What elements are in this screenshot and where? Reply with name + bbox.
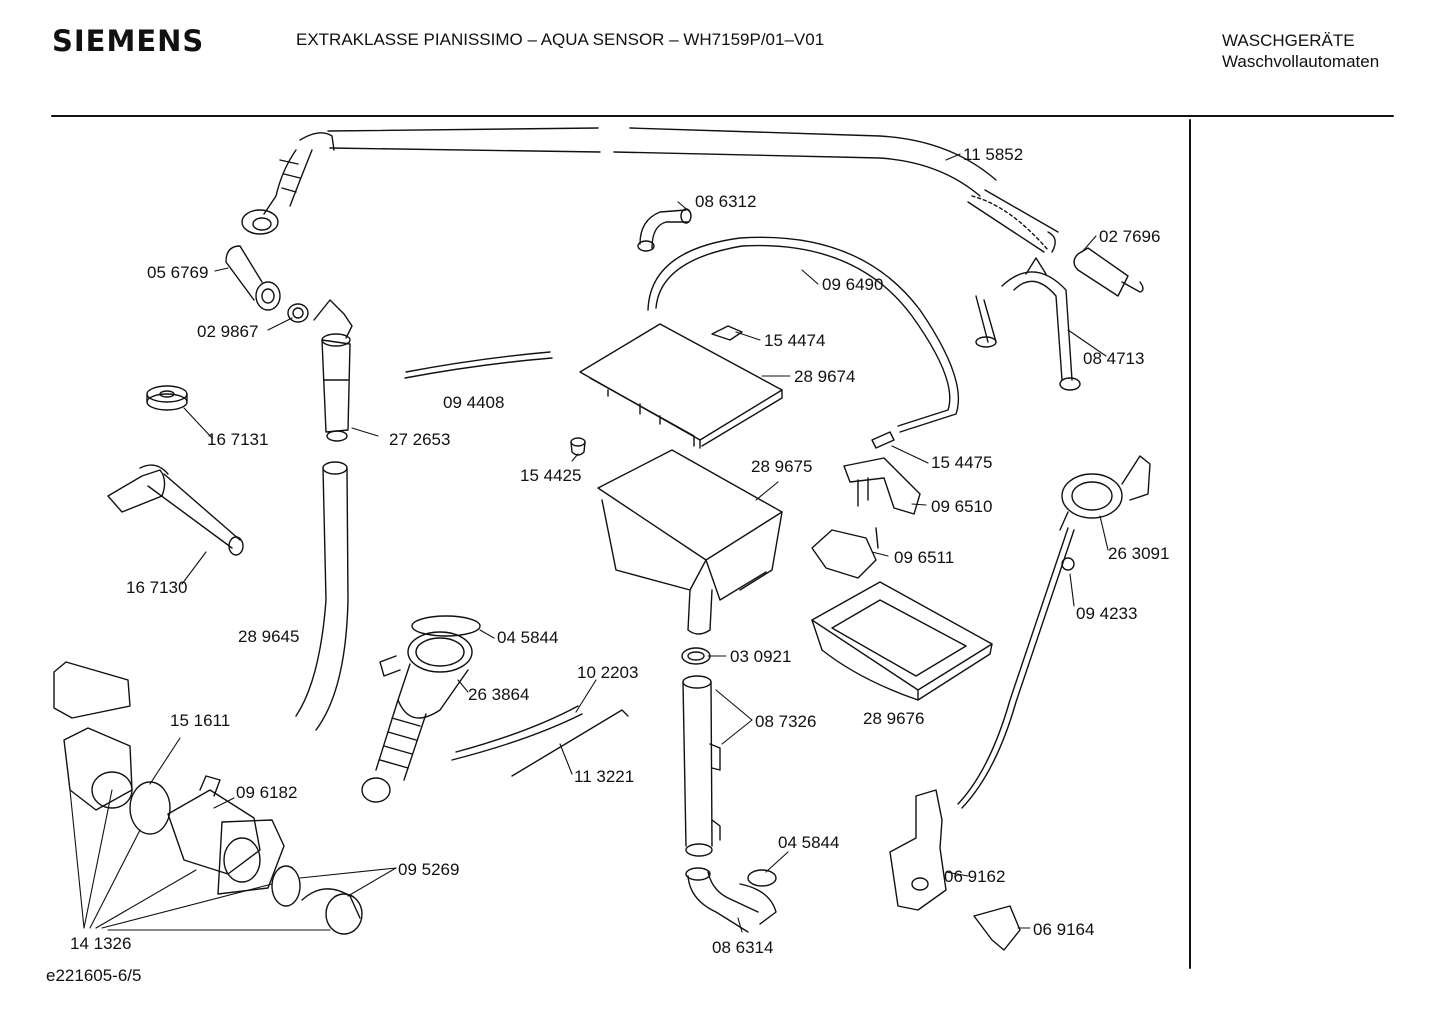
part-label-096490: 09 6490 — [822, 275, 883, 294]
drain-bellows — [361, 631, 473, 803]
part-label-094408: 09 4408 — [443, 393, 504, 412]
drain-hose — [241, 127, 1059, 253]
part-label-115852: 11 5852 — [963, 145, 1023, 164]
pressure-tube-edge — [961, 529, 1075, 809]
clip-part — [711, 325, 743, 341]
part-label-087326: 08 7326 — [755, 712, 816, 731]
part-label-289675: 28 9675 — [751, 457, 812, 476]
part-label-045844-lower: 04 5844 — [778, 833, 839, 852]
seal-ring — [287, 303, 309, 323]
hose-bracket — [975, 257, 1081, 391]
part-label-086314: 08 6314 — [712, 938, 773, 957]
part-label-289674: 28 9674 — [794, 367, 855, 386]
part-label-151611: 15 1611 — [170, 711, 230, 730]
part-label-029867: 02 9867 — [197, 322, 258, 341]
brand-logo: SIEMENS — [52, 24, 205, 58]
part-label-069162: 06 9162 — [944, 867, 1005, 886]
part-label-094233: 09 4233 — [1076, 604, 1137, 623]
part-label-095269: 09 5269 — [398, 860, 459, 879]
fill-pipe — [682, 675, 721, 857]
part-label-069164: 06 9164 — [1033, 920, 1094, 939]
sensor-rod — [511, 709, 629, 777]
pressure-switch — [1059, 455, 1151, 531]
part-label-030921: 03 0921 — [730, 647, 791, 666]
part-label-096511: 09 6511 — [894, 548, 954, 567]
dispenser-housing — [597, 449, 783, 635]
part-label-154474: 15 4474 — [764, 331, 825, 350]
part-label-154475: 15 4475 — [931, 453, 992, 472]
nozzle-pipe — [107, 464, 244, 556]
valve-bracket — [843, 457, 921, 515]
hose-elbow — [225, 245, 281, 311]
category-main: WASCHGERÄTE — [1222, 31, 1355, 50]
part-label-289676: 28 9676 — [863, 709, 924, 728]
part-label-272653: 27 2653 — [389, 430, 450, 449]
long-tube-edge — [655, 244, 951, 427]
tube-connector — [871, 431, 895, 449]
sensor-plug — [973, 905, 1021, 951]
tube-clamp — [1061, 557, 1075, 571]
part-label-045844-upper: 04 5844 — [497, 628, 558, 647]
part-label-113221: 11 3221 — [574, 767, 634, 786]
rubber-ring — [146, 385, 188, 411]
hose-sleeve — [1073, 247, 1144, 297]
aqua-sensor-tube — [313, 299, 353, 442]
detergent-drawer — [811, 581, 993, 701]
leader-lines — [69, 153, 1109, 933]
part-label-086312: 08 6312 — [695, 192, 756, 211]
hose-clamp-lower — [747, 869, 777, 887]
pressure-tube — [957, 527, 1069, 805]
part-label-154425: 15 4425 — [520, 466, 581, 485]
sensor-holder — [889, 789, 947, 911]
part-label-027696: 02 7696 — [1099, 227, 1160, 246]
part-label-084713: 08 4713 — [1083, 349, 1144, 368]
category-block: WASCHGERÄTE Waschvollautomaten — [1222, 30, 1379, 72]
drain-elbow — [685, 867, 777, 933]
document-title: EXTRAKLASSE PIANISSIMO – AQUA SENSOR – W… — [296, 30, 825, 49]
part-label-263091: 26 3091 — [1108, 544, 1169, 563]
seal-ring-inner — [292, 307, 304, 319]
hose-clamp-upper — [411, 615, 481, 637]
category-sub: Waschvollautomaten — [1222, 52, 1380, 71]
part-label-289645: 28 9645 — [238, 627, 299, 646]
part-label-167131: 16 7131 — [207, 430, 268, 449]
part-label-102203: 10 2203 — [577, 663, 638, 682]
part-label-263864: 26 3864 — [468, 685, 529, 704]
short-hose — [451, 705, 583, 761]
part-label-096182: 09 6182 — [236, 783, 297, 802]
small-tube — [404, 351, 553, 379]
part-label-167130: 16 7130 — [126, 578, 187, 597]
part-label-056769: 05 6769 — [147, 263, 208, 282]
diagram-code: e221605-6/5 — [46, 966, 142, 985]
valve-insert — [811, 527, 879, 579]
corrugated-elbow — [637, 208, 692, 252]
dispenser-lid — [579, 323, 783, 449]
plug-part — [570, 437, 586, 456]
ring-seal — [681, 647, 711, 665]
long-tube — [647, 236, 960, 433]
ring-seal-inner — [687, 651, 705, 661]
part-labels: 11 5852 08 6312 02 7696 05 6769 09 6490 … — [70, 145, 1169, 957]
pump-assembly — [53, 661, 363, 935]
part-label-141326: 14 1326 — [70, 934, 131, 953]
straight-hose — [295, 461, 349, 731]
part-label-096510: 09 6510 — [931, 497, 992, 516]
